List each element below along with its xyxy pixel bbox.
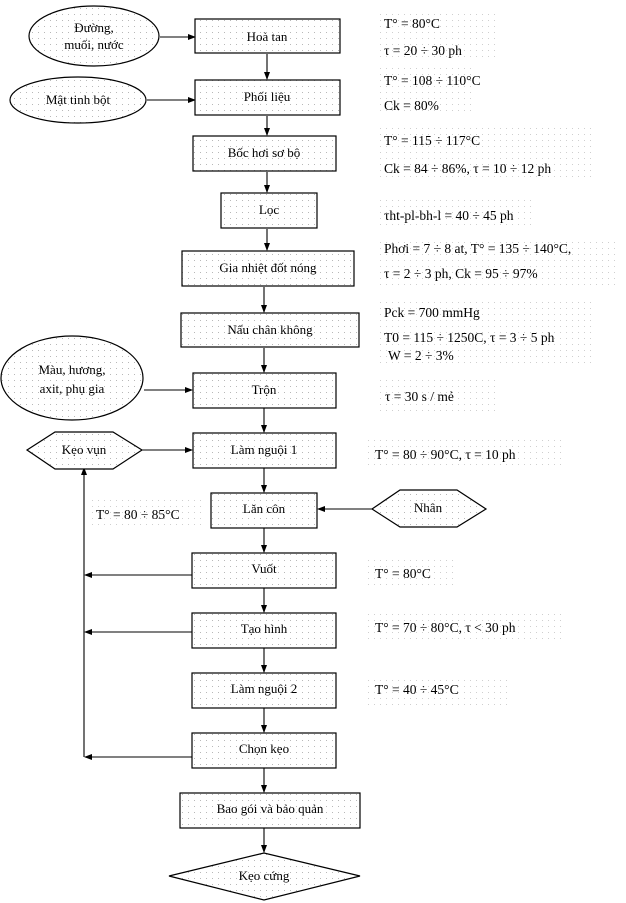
step-label: Bao gói và bảo quản xyxy=(217,801,324,816)
input-label: Nhân xyxy=(414,500,443,515)
input-label: muối, nước xyxy=(64,37,124,52)
output-label: Kẹo cứng xyxy=(239,868,290,883)
step-boc-hoi-so-bo: Bốc hơi sơ bộ xyxy=(192,135,337,172)
note-line: T° = 40 ÷ 45°C xyxy=(375,682,459,697)
step-label: Chọn kẹo xyxy=(239,741,289,756)
note-tron: τ = 30 s / mẻ xyxy=(385,389,454,404)
note-line: τ = 30 s / mẻ xyxy=(385,389,454,404)
input-label: Kẹo vụn xyxy=(62,442,107,457)
note-tao-hinh: T° = 70 ÷ 80°C, τ < 30 ph xyxy=(375,620,516,635)
input-label: Mật tinh bột xyxy=(46,92,111,107)
note-line: Pck = 700 mmHg xyxy=(384,305,480,320)
step-bao-goi-bao-quan: Bao gói và bảo quản xyxy=(179,792,361,829)
note-bg xyxy=(375,10,495,58)
step-label: Gia nhiệt đốt nóng xyxy=(219,260,317,275)
note-bg xyxy=(367,675,507,707)
step-label: Vuốt xyxy=(251,561,277,576)
note-nau-chan-khong: Pck = 700 mmHg T0 = 115 ÷ 1250C, τ = 3 ÷… xyxy=(384,305,555,363)
note-lam-nguoi-2: T° = 40 ÷ 45°C xyxy=(375,682,459,697)
note-line: T° = 70 ÷ 80°C, τ < 30 ph xyxy=(375,620,516,635)
step-hoa-tan: Hoà tan xyxy=(194,18,341,54)
step-lam-nguoi-1: Làm nguội 1 xyxy=(192,432,337,469)
note-line: T° = 80°C xyxy=(375,566,431,581)
step-label: Làm nguội 1 xyxy=(231,442,297,457)
note-bg xyxy=(367,435,562,470)
step-vuot: Vuốt xyxy=(191,552,337,589)
note-line: τ = 20 ÷ 30 ph xyxy=(384,43,462,58)
note-bg xyxy=(88,500,203,530)
note-line: T° = 80°C xyxy=(384,16,440,31)
step-loc: Lọc xyxy=(220,192,318,229)
note-lam-nguoi-1: T° = 80 ÷ 90°C, τ = 10 ph xyxy=(375,447,516,462)
note-bg xyxy=(375,68,475,116)
note-line: Phơi = 7 ÷ 8 at, T° = 135 ÷ 140°C, xyxy=(384,241,571,256)
step-label: Bốc hơi sơ bộ xyxy=(228,145,301,160)
note-lan-con: T° = 80 ÷ 85°C xyxy=(96,507,180,522)
note-line: T° = 80 ÷ 85°C xyxy=(96,507,180,522)
step-label: Tạo hình xyxy=(241,621,288,636)
step-label: Nấu chân không xyxy=(227,322,313,337)
step-lam-nguoi-2: Làm nguội 2 xyxy=(191,672,337,709)
note-line: T° = 108 ÷ 110°C xyxy=(384,73,481,88)
step-tron: Trộn xyxy=(192,372,337,409)
step-label: Lọc xyxy=(259,202,279,217)
step-label: Trộn xyxy=(252,382,277,397)
note-line: T° = 80 ÷ 90°C, τ = 10 ph xyxy=(375,447,516,462)
note-bg xyxy=(375,380,495,412)
step-chon-keo: Chọn kẹo xyxy=(191,732,337,769)
input-mau-huong-axit: Màu, hương, axit, phụ gia xyxy=(0,335,144,421)
note-phoi-lieu: T° = 108 ÷ 110°C Ck = 80% xyxy=(384,73,481,113)
output-keo-cung: Kẹo cứng xyxy=(168,852,361,901)
input-mat-tinh-bot: Mật tinh bột xyxy=(9,76,147,124)
note-bg xyxy=(375,125,595,180)
input-keo-vun: Kẹo vụn xyxy=(25,431,144,470)
note-bg xyxy=(375,302,595,364)
note-line: Ck = 84 ÷ 86%, τ = 10 ÷ 12 ph xyxy=(384,161,551,176)
note-gia-nhiet: Phơi = 7 ÷ 8 at, T° = 135 ÷ 140°C, τ = 2… xyxy=(384,241,571,281)
note-loc: τht-pl-bh-l = 40 ÷ 45 ph xyxy=(384,208,514,223)
step-phoi-lieu: Phối liệu xyxy=(194,79,341,116)
step-label: Phối liệu xyxy=(244,89,291,104)
note-vuot: T° = 80°C xyxy=(375,566,431,581)
input-duong-muoi-nuoc: Đường, muối, nước xyxy=(28,5,160,67)
note-bg xyxy=(367,612,562,644)
step-gia-nhiet-dot-nong: Gia nhiệt đốt nóng xyxy=(181,250,355,287)
step-nau-chan-khong: Nấu chân không xyxy=(180,312,360,348)
note-line: τ = 2 ÷ 3 ph, Ck = 95 ÷ 97% xyxy=(384,266,538,281)
note-bg xyxy=(375,200,535,230)
step-label: Lăn côn xyxy=(243,501,286,516)
note-line: T° = 115 ÷ 117°C xyxy=(384,133,480,148)
step-tao-hinh: Tạo hình xyxy=(191,612,337,649)
note-bg xyxy=(375,237,615,287)
note-boc-hoi: T° = 115 ÷ 117°C Ck = 84 ÷ 86%, τ = 10 ÷… xyxy=(384,133,551,176)
note-bg xyxy=(367,558,457,588)
step-lan-con: Lăn côn xyxy=(210,492,318,529)
note-line: W = 2 ÷ 3% xyxy=(388,348,454,363)
note-line: τht-pl-bh-l = 40 ÷ 45 ph xyxy=(384,208,514,223)
step-label: Hoà tan xyxy=(247,29,288,44)
note-hoa-tan: T° = 80°C τ = 20 ÷ 30 ph xyxy=(384,16,462,58)
input-label: axit, phụ gia xyxy=(40,381,105,396)
input-nhan: Nhân xyxy=(370,489,488,528)
input-label: Đường, xyxy=(74,20,114,35)
step-label: Làm nguội 2 xyxy=(231,681,297,696)
note-line: T0 = 115 ÷ 1250C, τ = 3 ÷ 5 ph xyxy=(384,330,555,345)
note-line: Ck = 80% xyxy=(384,98,439,113)
input-label: Màu, hương, xyxy=(39,362,106,377)
